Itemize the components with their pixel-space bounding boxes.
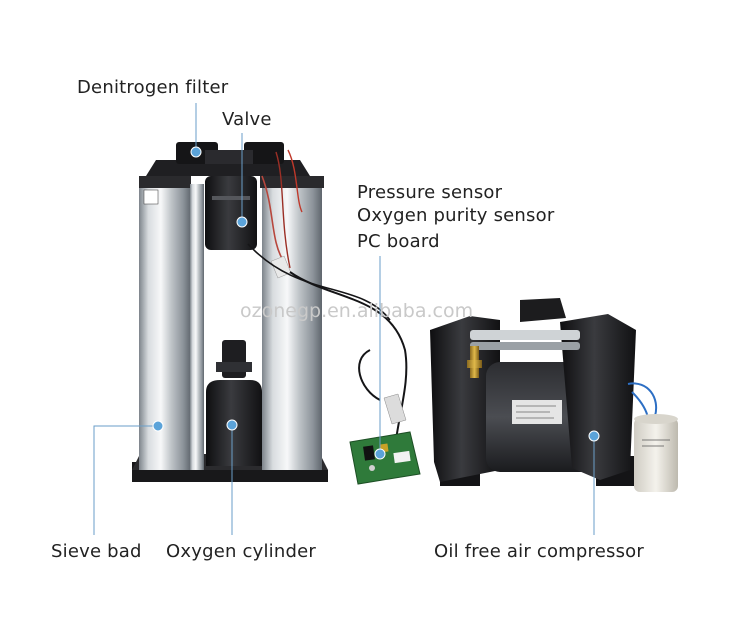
dot-oxygen-cylinder bbox=[226, 419, 238, 431]
sieve-column-right bbox=[262, 184, 322, 470]
air-compressor bbox=[430, 298, 678, 492]
dot-sieve-bed bbox=[152, 420, 164, 432]
label-pc-board: PC board bbox=[357, 231, 440, 252]
sieve-column-left bbox=[139, 184, 191, 470]
label-valve: Valve bbox=[222, 109, 272, 130]
leader-lines bbox=[93, 103, 595, 535]
oxygen-cylinder-neck bbox=[222, 340, 246, 378]
compressor-head-right bbox=[560, 314, 636, 480]
valve-solenoid bbox=[205, 176, 257, 250]
compressor-rod bbox=[470, 330, 580, 340]
pc-board bbox=[349, 349, 421, 485]
label-pressure-sensor: Pressure sensor bbox=[357, 182, 503, 203]
dot-denitrogen-filter bbox=[190, 146, 202, 158]
dot-valve bbox=[236, 216, 248, 228]
capacitor bbox=[634, 418, 678, 492]
sieve-bed-assembly bbox=[132, 142, 408, 482]
leader-sieve-bed bbox=[93, 425, 158, 535]
label-sieve-bed: Sieve bad bbox=[51, 541, 142, 562]
label-oil-free-air-compressor: Oil free air compressor bbox=[434, 541, 644, 562]
watermark: ozonegp.en.alibaba.com bbox=[240, 300, 474, 322]
label-oxygen-cylinder: Oxygen cylinder bbox=[166, 541, 316, 562]
label-denitrogen-filter: Denitrogen filter bbox=[77, 77, 229, 98]
dot-pc-board bbox=[374, 448, 386, 460]
leader-dots bbox=[152, 146, 600, 460]
compressor-head-left bbox=[430, 316, 500, 482]
label-oxygen-purity-sensor: Oxygen purity sensor bbox=[357, 205, 555, 226]
dot-oil-free-air-compressor bbox=[588, 430, 600, 442]
